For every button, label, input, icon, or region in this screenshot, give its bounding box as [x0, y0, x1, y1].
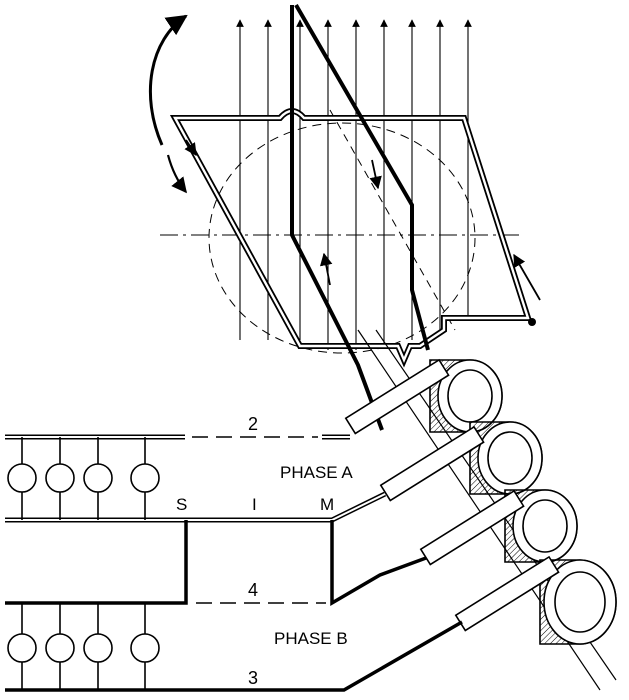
slip-rings — [429, 359, 617, 645]
hatched-loop — [169, 108, 536, 368]
label-wire-3: 3 — [248, 668, 258, 688]
lamps-phase-b — [7, 603, 160, 690]
label-wire-4: 4 — [248, 580, 258, 600]
solid-loop — [290, 3, 430, 431]
rotation-arrow — [148, 14, 188, 194]
lamps-phase-a — [7, 437, 160, 520]
wire-4 — [5, 520, 427, 607]
brushes — [344, 358, 560, 632]
label-i: I — [252, 495, 257, 514]
rotation-circle — [208, 122, 476, 354]
current-arrows — [184, 139, 541, 301]
axis-lines — [160, 109, 520, 331]
label-m: M — [320, 495, 334, 514]
label-phase-a: PHASE A — [280, 463, 353, 482]
label-phase-b: PHASE B — [274, 629, 348, 648]
wire-3 — [5, 620, 463, 692]
label-s: S — [176, 495, 187, 514]
label-wire-2: 2 — [248, 414, 258, 434]
